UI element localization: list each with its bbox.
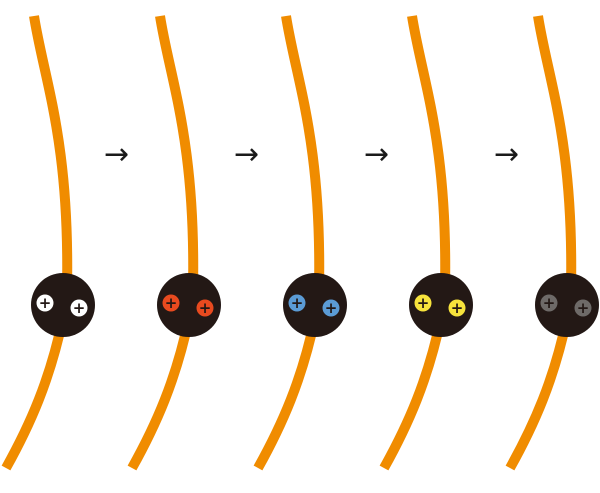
wire-lower-5 <box>505 316 572 471</box>
charge-sign: + <box>39 294 52 312</box>
charge-dot <box>196 299 214 317</box>
sequence-arrow-4: → <box>494 137 520 172</box>
charge-dot <box>574 299 592 317</box>
positive-charge-5-2: + <box>574 299 592 317</box>
charge-dot <box>162 294 180 312</box>
wire-lower-4 <box>379 316 446 471</box>
charge-dot <box>288 294 306 312</box>
charge-dot <box>36 294 54 312</box>
sequence-arrow-1: → <box>104 137 130 172</box>
charge-dot <box>448 299 466 317</box>
positive-charge-3-2: + <box>322 299 340 317</box>
charge-sign: + <box>199 299 212 317</box>
wire-lower-1 <box>1 316 68 471</box>
wire-upper-3 <box>281 15 325 291</box>
positive-charge-1-1: + <box>36 294 54 312</box>
charge-sign: + <box>417 294 430 312</box>
bead-3 <box>283 273 347 337</box>
positive-charge-4-2: + <box>448 299 466 317</box>
positive-charge-3-1: + <box>288 294 306 312</box>
sequence-arrow-3: → <box>364 137 390 172</box>
positive-charge-2-2: + <box>196 299 214 317</box>
sequence-arrow-2: → <box>234 137 260 172</box>
charge-dot <box>322 299 340 317</box>
wire-upper-1 <box>29 15 73 291</box>
positive-charge-5-1: + <box>540 294 558 312</box>
wire-lower-2 <box>127 316 194 471</box>
stage-2: ++ <box>127 15 221 471</box>
wire-upper-4 <box>407 15 451 291</box>
wire-lower-3 <box>253 316 320 471</box>
stage-1: ++ <box>1 15 95 471</box>
wire-upper-2 <box>155 15 199 291</box>
charge-sign: + <box>577 299 590 317</box>
stage-3: ++ <box>253 15 347 471</box>
charge-sign: + <box>543 294 556 312</box>
charge-sign: + <box>73 299 86 317</box>
bead-1 <box>31 273 95 337</box>
charge-dot <box>70 299 88 317</box>
bead-2 <box>157 273 221 337</box>
wire-upper-5 <box>533 15 577 291</box>
stage-5: ++ <box>505 15 599 471</box>
charge-dot <box>540 294 558 312</box>
positive-charge-2-1: + <box>162 294 180 312</box>
bead-4 <box>409 273 473 337</box>
bead-5 <box>535 273 599 337</box>
charge-sign: + <box>451 299 464 317</box>
charge-sign: + <box>165 294 178 312</box>
stage-4: ++ <box>379 15 473 471</box>
positive-charge-4-1: + <box>414 294 432 312</box>
charge-sign: + <box>325 299 338 317</box>
positive-charge-1-2: + <box>70 299 88 317</box>
charge-dot <box>414 294 432 312</box>
charge-sign: + <box>291 294 304 312</box>
